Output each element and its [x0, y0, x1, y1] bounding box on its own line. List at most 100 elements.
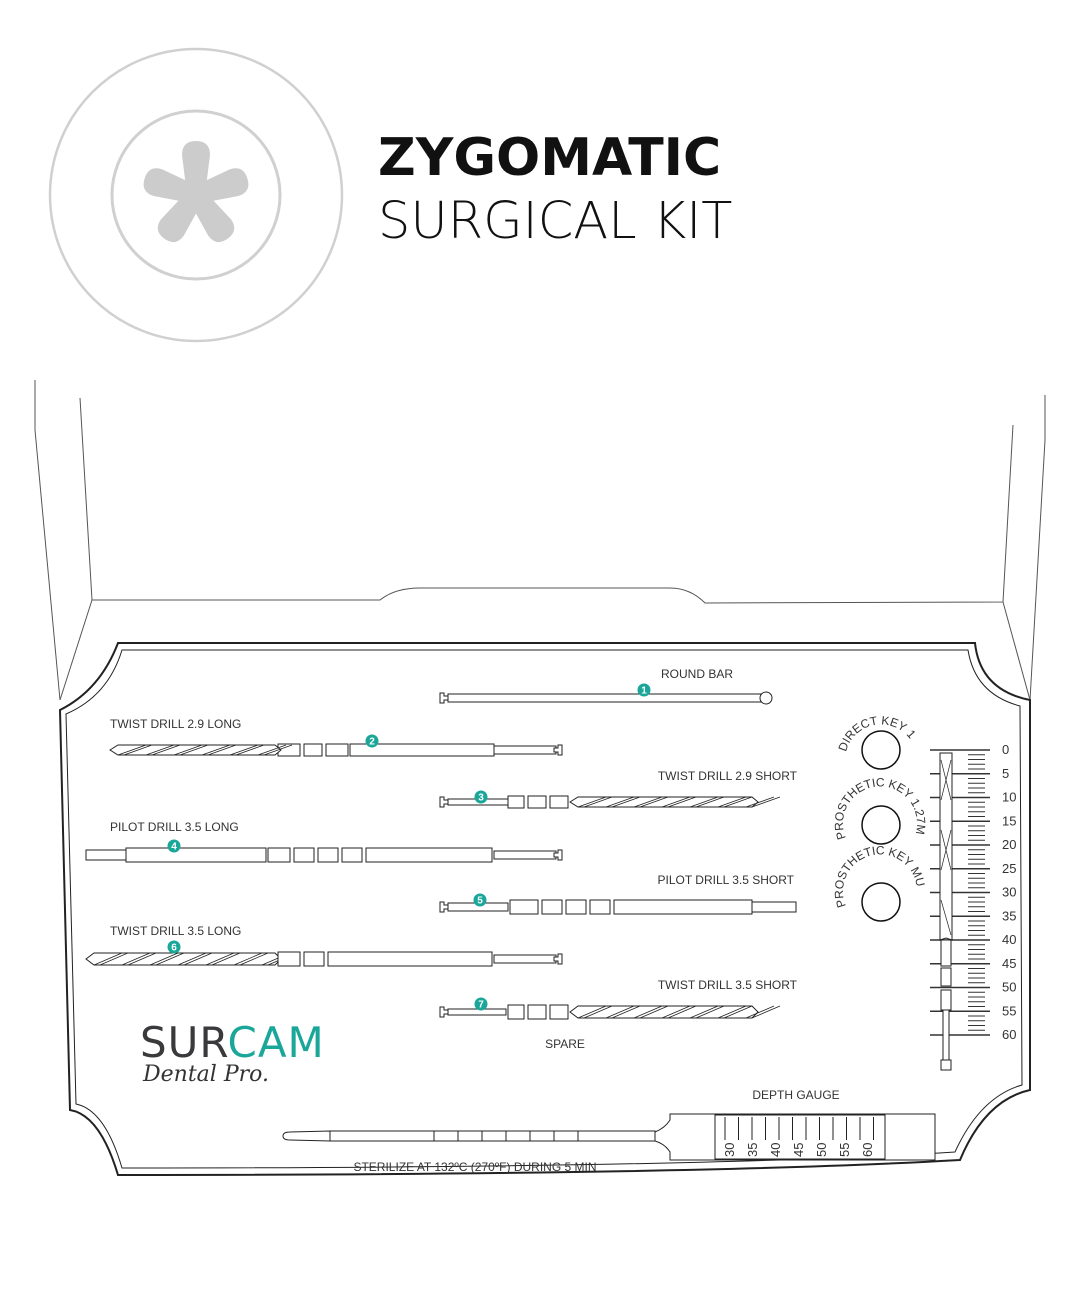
gauge-scale-label: 50 — [814, 1143, 829, 1157]
ruler-drill-latch — [940, 1059, 952, 1071]
ruler-tick-label: 20 — [1002, 837, 1016, 852]
badge-5: 5 — [473, 893, 487, 907]
pilot-35-long-tip — [85, 849, 127, 861]
twist-35-long-flutes — [85, 952, 282, 966]
logo-tagline: Dental Pro. — [142, 1062, 269, 1087]
petal — [182, 141, 210, 195]
twist-35-long-segment — [303, 951, 325, 967]
gauge-scale-label: 35 — [745, 1143, 760, 1157]
twist-29-short-flutes-flutes — [577, 796, 781, 808]
svg-text:3: 3 — [478, 793, 484, 804]
sterilize-note: STERILIZE AT 132ºC (270ºF) DURING 5 MIN — [353, 1160, 596, 1174]
key-label-prosthetic-1-27: PROSTHETIC KEY 1.27MM — [0, 0, 928, 841]
title-bold: ZYGOMATIC — [378, 128, 722, 188]
badge-2: 2 — [365, 734, 379, 748]
round-bar-shaft — [447, 693, 763, 703]
twist-35-short-latch — [439, 1006, 449, 1018]
round-bar-latch — [439, 692, 449, 704]
gauge-scale-label: 60 — [860, 1143, 875, 1157]
key-slot-prosthetic-mu — [861, 882, 901, 922]
logo-cam: CAM — [228, 1018, 325, 1067]
gauge-scale-label: 40 — [768, 1143, 783, 1157]
twist-35-short-segment — [507, 1004, 525, 1020]
badge-4: 4 — [167, 839, 181, 853]
round-bar-ball — [759, 691, 773, 705]
svg-text:4: 4 — [171, 842, 177, 853]
box-lid — [34, 380, 1046, 701]
tool-label-twist-3-5-short: TWIST DRILL 3.5 SHORT — [658, 978, 798, 992]
gauge-scale-label: 55 — [837, 1143, 852, 1157]
ruler-drill-segment — [940, 939, 952, 967]
tray — [58, 642, 1031, 1177]
ruler-drill-flute-lines — [940, 759, 952, 936]
emblem-outer-ring — [48, 47, 344, 343]
ruler-tick-label: 5 — [1002, 766, 1009, 781]
twist-29-short-segment — [507, 795, 525, 809]
ruler-tick-label: 0 — [1002, 742, 1009, 757]
badge-6: 6 — [167, 940, 181, 954]
ruler-tick-label: 25 — [1002, 861, 1016, 876]
pilot-35-long-body — [125, 847, 267, 863]
pilot-35-short-segment — [509, 899, 539, 915]
key-label-prosthetic-mu: PROSTHETIC KEY MU — [832, 843, 928, 909]
twist-35-short-shank — [447, 1008, 507, 1016]
twist-35-long-latch — [553, 953, 563, 965]
ruler-tick-label: 30 — [1002, 885, 1016, 900]
spare-label: SPARE — [545, 1037, 585, 1051]
tool-label-twist-2-9-long: TWIST DRILL 2.9 LONG — [110, 717, 241, 731]
pilot-35-long-segment — [267, 847, 291, 863]
emblem — [48, 47, 344, 343]
svg-text:5: 5 — [477, 896, 483, 907]
badge-7: 7 — [474, 997, 488, 1011]
gauge-scale-label: 30 — [722, 1143, 737, 1157]
svg-text:SURCAM: SURCAM — [140, 1018, 325, 1067]
twist-29-long-latch — [553, 744, 563, 756]
pilot-35-long-segment — [293, 847, 315, 863]
svg-text:1: 1 — [641, 686, 647, 697]
gauge-scale-label: 45 — [791, 1143, 806, 1157]
logo-sur: SUR — [140, 1018, 228, 1067]
twist-29-short-segment — [549, 795, 569, 809]
ruler-tick-label: 10 — [1002, 790, 1016, 805]
petal-center — [182, 181, 210, 209]
ruler-tick-label: 35 — [1002, 908, 1016, 923]
svg-text:2: 2 — [369, 737, 375, 748]
twist-29-short-latch — [439, 796, 449, 808]
pilot-35-short-segment — [541, 899, 563, 915]
asterisk-flower-icon — [143, 141, 249, 243]
title-light: SURGICAL KIT — [378, 192, 733, 251]
twist-35-short-flutes-flutes — [577, 1005, 781, 1019]
pilot-35-long-segment — [317, 847, 339, 863]
key-slot-direct-key-1 — [861, 730, 901, 770]
svg-text:7: 7 — [478, 1000, 484, 1011]
pilot-35-long-shank — [493, 850, 557, 860]
twist-29-long-segment — [325, 743, 349, 757]
ruler-tick-label: 45 — [1002, 956, 1016, 971]
twist-35-long-segment — [327, 951, 493, 967]
surcam-logo: SURCAM Dental Pro. — [140, 1018, 325, 1087]
key-label-direct: DIRECT KEY 1 — [835, 713, 918, 753]
tool-label-twist-2-9-short: TWIST DRILL 2.9 SHORT — [658, 769, 798, 783]
gauge-tip — [282, 1130, 331, 1142]
svg-text:6: 6 — [171, 943, 177, 954]
pilot-35-short-segment — [613, 899, 753, 915]
pilot-35-short-segment — [589, 899, 611, 915]
number-badges: 1 2 3 4 5 6 7 — [167, 683, 651, 1011]
pilot-35-short-segment — [565, 899, 587, 915]
ruler-tick-label: 15 — [1002, 813, 1016, 828]
twist-29-long-flutes — [109, 744, 282, 756]
pilot-35-long-segment — [365, 847, 493, 863]
tool-label-pilot-3-5-short: PILOT DRILL 3.5 SHORT — [658, 873, 795, 887]
badge-3: 3 — [474, 790, 488, 804]
pilot-35-long-latch — [553, 849, 563, 861]
twist-35-short-segment — [527, 1004, 547, 1020]
ruler-drill-segment — [940, 967, 952, 987]
twist-35-short-segment — [549, 1004, 569, 1020]
tool-label-round-bar: ROUND BAR — [661, 667, 733, 681]
ruler-drill-segment — [940, 989, 952, 1011]
depth-gauge: 30 35 40 45 50 55 60 — [282, 1113, 936, 1161]
pilot-35-short-tip — [751, 901, 797, 913]
depth-gauge-label: DEPTH GAUGE — [752, 1088, 839, 1102]
ruler-tick-label: 50 — [1002, 980, 1016, 995]
